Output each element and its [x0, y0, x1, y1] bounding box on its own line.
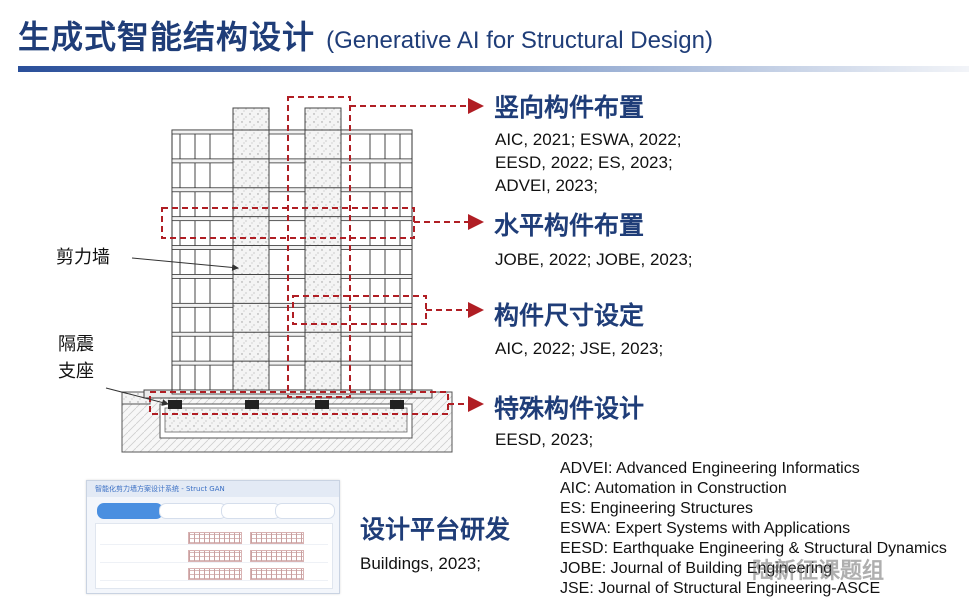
dashed-box-vertical-members — [287, 96, 351, 398]
legend-item: AIC: Automation in Construction — [560, 480, 787, 497]
abbreviation-legend: ADVEI: Advanced Engineering Informatics … — [560, 459, 947, 599]
legend-item: EESD: Earthquake Engineering & Structura… — [560, 540, 947, 557]
mini-plan — [250, 568, 304, 580]
leader-shear-wall — [131, 257, 239, 271]
slide-title: 生成式智能结构设计 (Generative AI for Structural … — [18, 12, 713, 58]
floor-slab — [171, 245, 413, 250]
ref-line: AIC, 2022; JSE, 2023; — [495, 339, 664, 358]
title-english: (Generative AI for Structural Design) — [326, 27, 713, 54]
legend-item: ES: Engineering Structures — [560, 500, 753, 517]
base-pedestal — [164, 407, 408, 433]
shear-wall-right — [304, 129, 342, 391]
refs-horizontal-members: JOBE, 2022; JOBE, 2023; — [495, 248, 693, 271]
platform-tab — [97, 503, 163, 519]
heading-vertical-members: 竖向构件布置 — [494, 93, 645, 122]
leader-isolation — [105, 387, 169, 406]
label-shear-wall: 剪力墙 — [56, 247, 110, 268]
refs-vertical-members: AIC, 2021; ESWA, 2022; EESD, 2022; ES, 2… — [495, 128, 681, 197]
heading-horizontal-members: 水平构件布置 — [494, 211, 645, 240]
ref-line: EESD, 2023; — [495, 430, 594, 449]
platform-screenshot: 智能化剪力墙方案设计系统 - Struct GAN — [86, 480, 340, 594]
floor-slab — [171, 216, 413, 222]
mini-plan — [188, 550, 242, 562]
shear-wall-left — [232, 129, 270, 391]
floor-slab — [171, 360, 413, 366]
shear-wall-floor-lines — [233, 129, 341, 391]
mini-plan — [250, 550, 304, 562]
floor-slab — [171, 331, 413, 337]
ref-platform: Buildings, 2023; — [360, 554, 481, 573]
floor-slab — [171, 129, 413, 135]
platform-tab — [275, 503, 335, 519]
platform-title-bar: 智能化剪力墙方案设计系统 - Struct GAN — [87, 481, 339, 497]
heading-member-size: 构件尺寸设定 — [494, 301, 645, 330]
building-floors — [171, 129, 413, 391]
label-isolation: 隔震 支座 — [58, 331, 94, 385]
legend-item: JSE: Journal of Structural Engineering-A… — [560, 580, 881, 597]
refs-special-members: EESD, 2023; — [495, 428, 593, 451]
heading-platform: 设计平台研发 — [360, 515, 511, 544]
mini-plan — [188, 532, 242, 544]
label-isolation-line1: 隔震 — [58, 334, 94, 355]
ref-line: EESD, 2022; ES, 2023; — [495, 153, 673, 172]
legend-item: ESWA: Expert Systems with Applications — [560, 520, 851, 537]
mini-plan — [188, 568, 242, 580]
ref-line: JOBE, 2022; JOBE, 2023; — [495, 250, 693, 269]
ref-line: ADVEI, 2023; — [495, 176, 599, 195]
platform-row — [100, 548, 328, 563]
ref-line: AIC, 2021; ESWA, 2022; — [495, 130, 682, 149]
label-isolation-line2: 支座 — [58, 361, 94, 382]
platform-row — [100, 530, 328, 545]
isolation-bearings — [168, 400, 404, 409]
dashed-box-horizontal-members — [161, 207, 415, 239]
roof-box-right — [304, 107, 342, 131]
mini-plan — [250, 532, 304, 544]
watermark: 陆新征课题组 — [752, 559, 885, 584]
platform-result-panel — [95, 523, 333, 589]
title-chinese: 生成式智能结构设计 — [18, 18, 316, 56]
floor-slab — [171, 187, 413, 193]
floor-slab — [171, 274, 413, 279]
platform-row — [100, 566, 328, 581]
title-underline — [18, 66, 969, 72]
platform-tab — [159, 503, 227, 519]
platform-tab — [221, 503, 281, 519]
legend-item: ADVEI: Advanced Engineering Informatics — [560, 460, 860, 477]
floor-slab — [171, 158, 413, 164]
legend-item: JOBE: Journal of Building Engineering — [560, 560, 833, 577]
refs-member-size: AIC, 2022; JSE, 2023; — [495, 337, 663, 360]
roof-box-left — [232, 107, 270, 131]
heading-special-members: 特殊构件设计 — [494, 394, 645, 423]
